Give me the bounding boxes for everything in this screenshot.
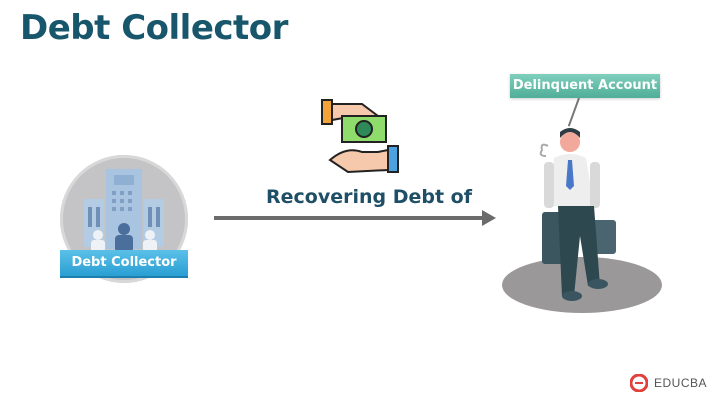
page-title: Debt Collector [20,8,288,48]
arrow-head-icon [482,210,496,226]
educba-logo: EDUCBA [630,374,707,392]
educba-logo-text: EDUCBA [654,376,708,390]
delinquent-person-illustration [500,120,680,320]
educba-logo-icon [630,374,648,392]
money-handover-icon [318,98,402,178]
debt-collector-circle [60,155,188,283]
relation-arrow-line [214,216,484,220]
office-building-icon [84,169,164,253]
delinquent-account-label: Delinquent Account [510,74,660,98]
debt-collector-label: Debt Collector [60,250,188,278]
relation-label: Recovering Debt of [266,186,473,208]
